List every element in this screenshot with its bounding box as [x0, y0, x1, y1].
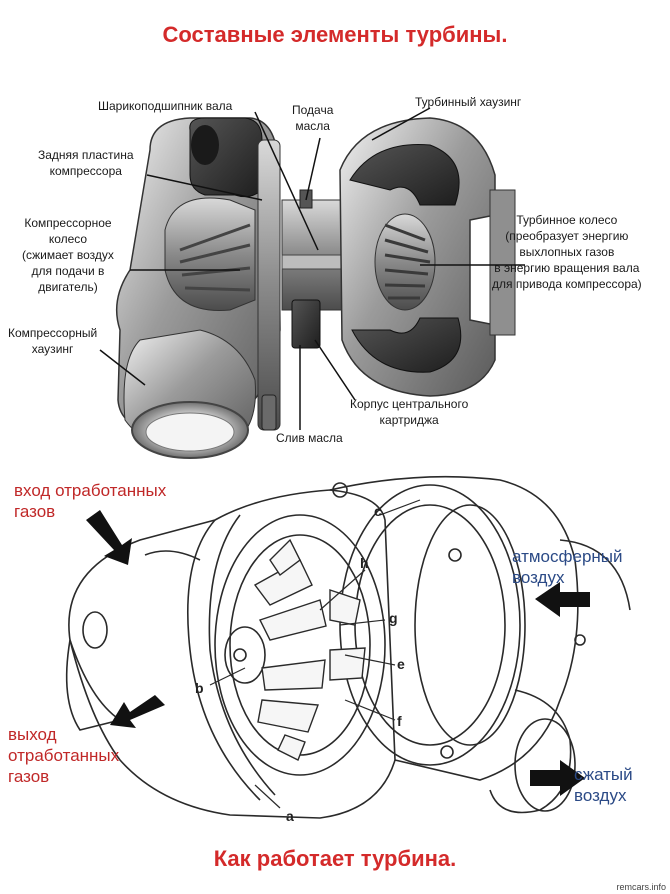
part-letter-f: f — [397, 713, 402, 729]
label-turbine-wheel: Турбинное колесо (преобразует энергию вы… — [492, 213, 642, 291]
part-letter-h: h — [360, 555, 369, 571]
label-turbine-housing: Турбинный хаузинг — [415, 95, 522, 109]
turbine-wheel — [374, 213, 436, 311]
turbine-blades — [253, 538, 366, 761]
compressor-outlet — [123, 329, 256, 459]
leader-lines-bottom — [209, 499, 421, 809]
diagram-subtitle: Как работает турбина. — [213, 846, 457, 871]
label-center-cartridge: Корпус центрального картриджа — [350, 397, 469, 427]
label-oil-drain: Слив масла — [276, 431, 343, 445]
turbocharger-cutaway-illustration — [99, 107, 525, 459]
diagram-title: Составные элементы турбины. — [162, 22, 508, 47]
part-letter-c: c — [374, 503, 382, 519]
label-ambient-air: атмосферный воздух — [512, 547, 623, 587]
back-plate — [257, 139, 281, 431]
label-compressed-air: сжатый воздух — [574, 765, 633, 805]
label-shaft-bearing: Шарикоподшипник вала — [98, 99, 233, 113]
label-oil-supply: Подача масла — [292, 103, 334, 133]
label-exhaust-outlet: выход отработанных газов — [8, 725, 120, 786]
label-compressor-back-plate: Задняя пластина компрессора — [38, 148, 134, 178]
part-letter-e: e — [397, 656, 405, 672]
turbine-outline — [65, 475, 631, 819]
label-exhaust-inlet: вход отработанных газов — [14, 481, 167, 521]
watermark: remcars.info — [616, 882, 666, 892]
leader-lines — [99, 107, 525, 430]
part-letter-b: b — [195, 680, 204, 696]
label-compressor-housing: Компрессорный хаузинг — [8, 326, 98, 356]
part-letter-a: a — [286, 808, 294, 824]
part-letter-g: g — [389, 610, 398, 626]
label-compressor-wheel: Компрессорное колесо (сжимает воздух для… — [22, 216, 114, 294]
